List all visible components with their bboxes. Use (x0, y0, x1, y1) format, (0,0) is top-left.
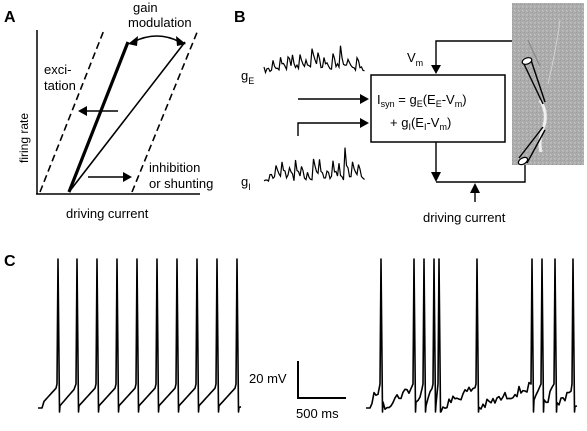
panel-a-label: A (4, 9, 16, 26)
panel-b: B gE gI Isyn = gE(EE-Vm) + gI(EI-Vm) Vm (234, 3, 584, 225)
modulation-label: modulation (128, 15, 192, 30)
inhibition-arrow (88, 172, 132, 182)
synaptic-current-equation-line1: Isyn = gE(EE-Vm) (377, 92, 467, 109)
high-gain-curve (67, 41, 130, 193)
driving-current-arrow (470, 183, 480, 202)
driving-current-label-b: driving current (423, 210, 506, 225)
vm-label: Vm (407, 50, 423, 68)
inhibition-label-line1: inhibition (149, 160, 200, 175)
spike-train-regular (38, 258, 242, 413)
inhibitory-conductance-trace (263, 147, 365, 183)
synaptic-current-equation-line2: + gI(EI-Vm) (390, 115, 451, 132)
scale-bar-time-label: 500 ms (296, 406, 339, 421)
scale-bar-voltage-label: 20 mV (249, 371, 287, 386)
inhibition-label-line2: or shunting (149, 176, 213, 191)
panel-c-label: C (4, 253, 16, 270)
panel-c: C 20 mV 500 ms (4, 253, 578, 421)
inhibition-curve (131, 29, 199, 193)
driving-current-label-a: driving current (66, 206, 149, 221)
recording-electrode-lower (517, 126, 546, 166)
gain-modulation-arrow (128, 35, 186, 46)
low-gain-curve (68, 41, 186, 193)
excitation-curve (39, 29, 105, 193)
gi-label: gI (241, 174, 251, 192)
scale-bar (297, 361, 346, 399)
neuron-micrograph (512, 3, 584, 165)
panel-a: A firing rate driving current gain (4, 0, 213, 221)
vm-feedback-arrow (431, 40, 526, 74)
excitation-arrow (78, 106, 118, 116)
ge-input-arrow (298, 94, 369, 104)
current-output-arrow (431, 142, 526, 183)
excitation-label-line2: tation (44, 78, 76, 93)
gi-input-arrow (297, 118, 369, 136)
excitatory-conductance-trace (263, 45, 365, 75)
recording-electrode-upper (521, 57, 546, 105)
gain-label: gain (133, 0, 158, 15)
spike-train-irregular (366, 258, 578, 413)
excitation-label-line1: exci- (44, 62, 71, 77)
synaptic-current-box (370, 74, 506, 143)
ge-label: gE (241, 68, 254, 86)
firing-rate-label: firing rate (17, 113, 31, 163)
panel-b-label: B (234, 9, 246, 26)
